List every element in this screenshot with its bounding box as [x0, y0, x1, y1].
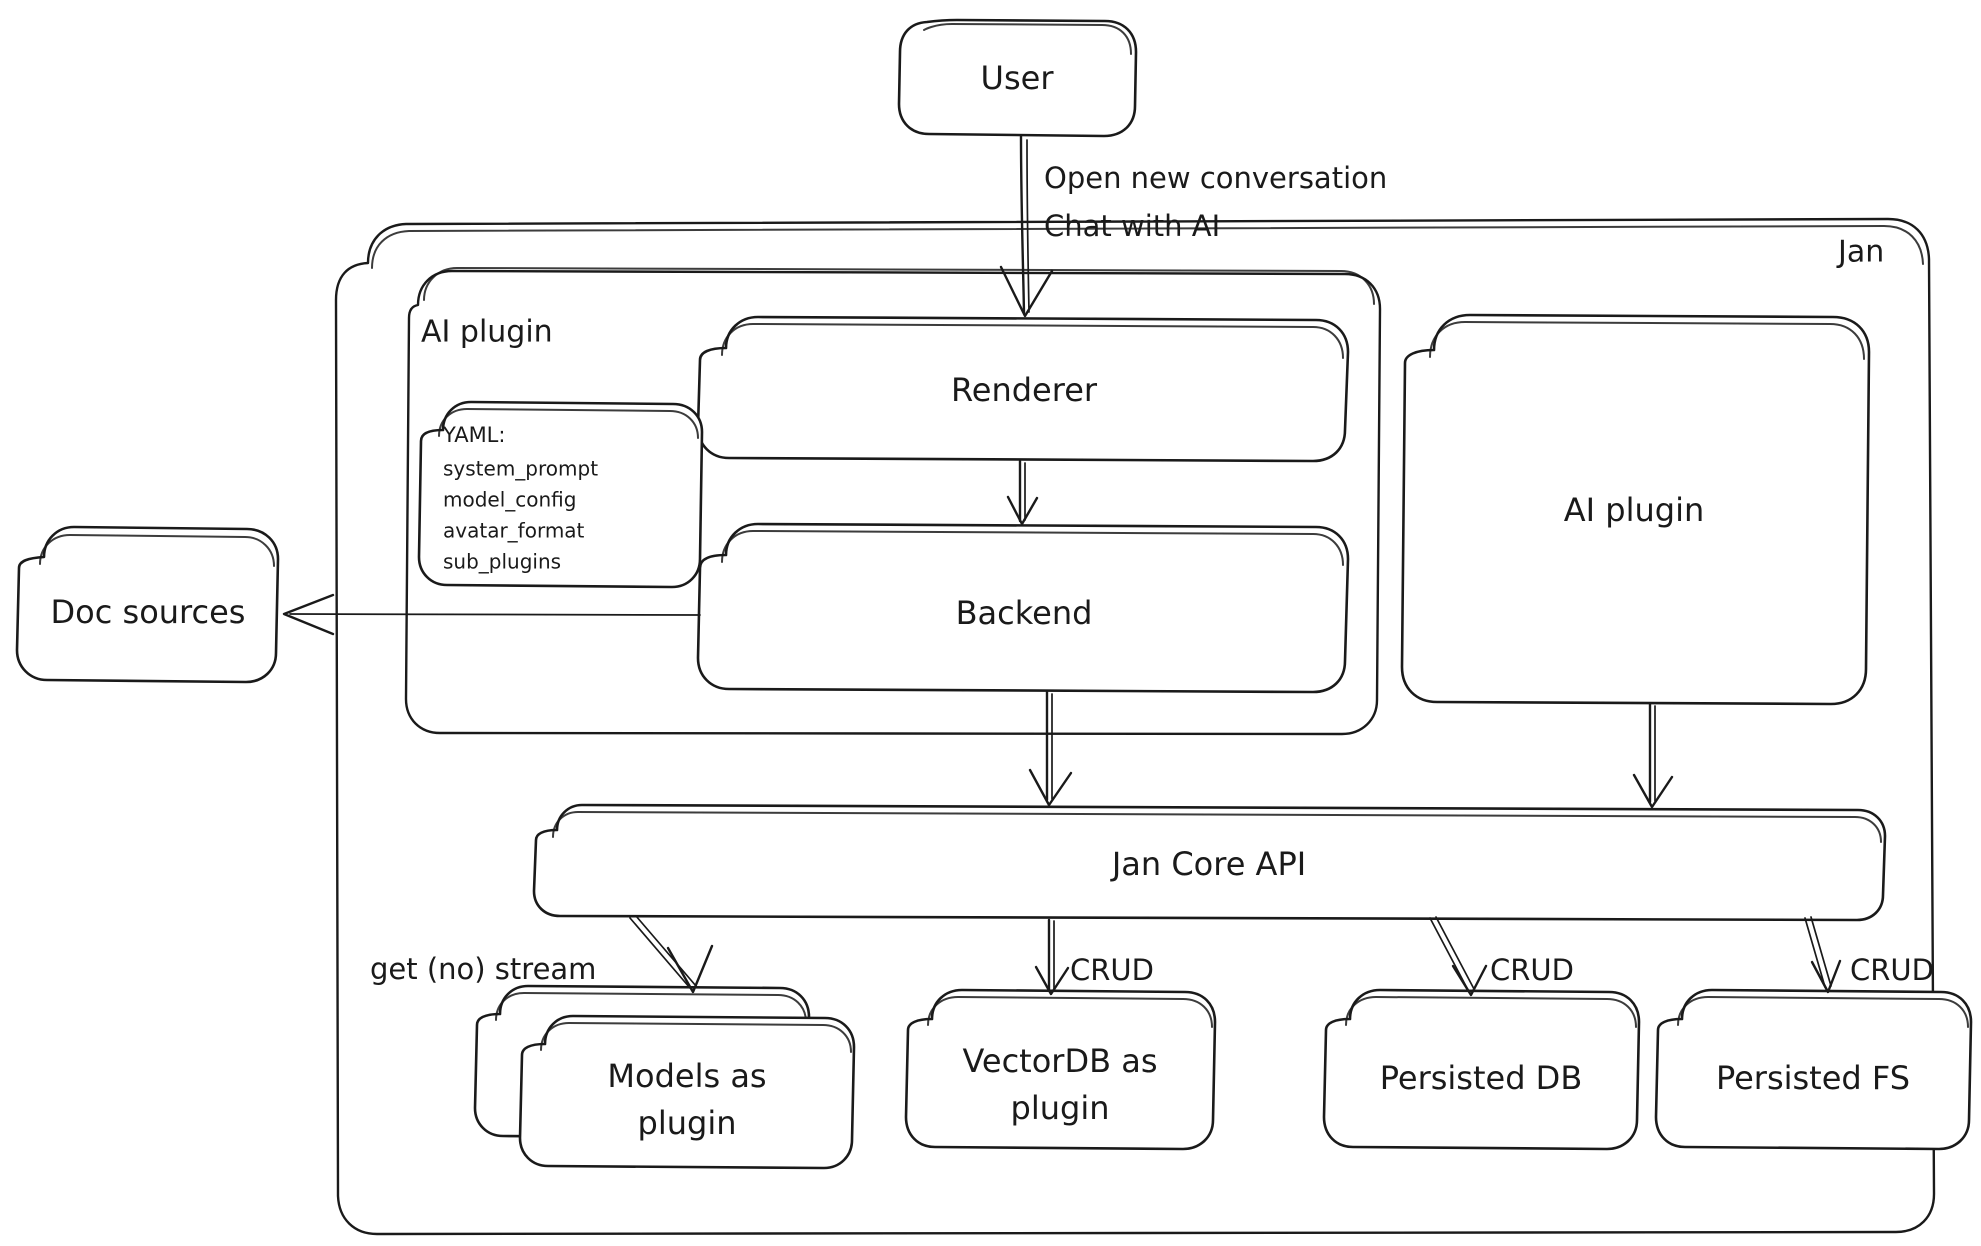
edge-core-to-vectordb: CRUD	[1034, 918, 1154, 996]
node-vectordb-plugin-label-line1: VectorDB as	[962, 1042, 1157, 1080]
node-user-label: User	[981, 59, 1055, 97]
edge-core-to-persisted-fs: CRUD	[1804, 916, 1934, 994]
node-persisted-db[interactable]: Persisted DB	[1322, 988, 1641, 1151]
note-yaml-item-2: avatar_format	[443, 519, 585, 543]
node-doc-sources[interactable]: Doc sources	[15, 525, 280, 684]
edge-backend-to-doc-sources	[282, 593, 701, 636]
note-yaml-item-0: system_prompt	[443, 457, 598, 481]
node-renderer-label: Renderer	[951, 371, 1098, 409]
node-jan-core-api-label: Jan Core API	[1110, 845, 1306, 883]
note-yaml-config: YAML: system_prompt model_config avatar_…	[417, 400, 704, 589]
edge-core-to-persisted-db: CRUD	[1429, 916, 1574, 997]
node-persisted-fs-label: Persisted FS	[1716, 1059, 1910, 1097]
container-jan-label: Jan	[1836, 235, 1884, 270]
node-backend-label: Backend	[956, 594, 1093, 632]
edge-ai-plugin-to-core	[1632, 702, 1674, 809]
node-vectordb-plugin[interactable]: VectorDB as plugin	[904, 988, 1217, 1151]
edge-core-to-models-label: get (no) stream	[370, 952, 596, 986]
edge-core-to-vectordb-label: CRUD	[1070, 953, 1154, 987]
node-jan-core-api[interactable]: Jan Core API	[532, 803, 1887, 922]
edge-user-to-renderer: Open new conversation Chat with AI	[999, 134, 1387, 318]
note-yaml-heading: YAML:	[442, 423, 505, 447]
node-ai-plugin-label: AI plugin	[1564, 491, 1704, 529]
note-yaml-item-3: sub_plugins	[443, 550, 561, 574]
edge-core-to-persisted-fs-label: CRUD	[1850, 953, 1934, 987]
node-models-plugin[interactable]: Models as plugin	[473, 984, 856, 1170]
edge-user-to-renderer-label-line1: Open new conversation	[1044, 161, 1387, 195]
node-renderer[interactable]: Renderer	[696, 315, 1350, 463]
note-yaml-item-1: model_config	[443, 488, 576, 512]
node-vectordb-plugin-label-line2: plugin	[1011, 1089, 1110, 1127]
edge-backend-to-core	[1028, 690, 1073, 807]
edge-core-to-models: get (no) stream	[370, 915, 714, 994]
node-doc-sources-label: Doc sources	[51, 593, 246, 631]
node-models-plugin-label-line2: plugin	[638, 1104, 737, 1142]
node-persisted-fs[interactable]: Persisted FS	[1654, 988, 1973, 1151]
edge-renderer-to-backend	[1006, 459, 1039, 526]
node-persisted-db-label: Persisted DB	[1380, 1059, 1583, 1097]
edge-core-to-persisted-db-label: CRUD	[1490, 953, 1574, 987]
node-models-plugin-label-line1: Models as	[607, 1057, 766, 1095]
node-ai-plugin[interactable]: AI plugin	[1400, 313, 1871, 706]
node-user[interactable]: User	[897, 18, 1138, 138]
node-backend[interactable]: Backend	[696, 522, 1350, 694]
container-ai-plugin-group-label: AI plugin	[421, 315, 553, 350]
edge-user-to-renderer-label-line2: Chat with AI	[1044, 209, 1220, 243]
